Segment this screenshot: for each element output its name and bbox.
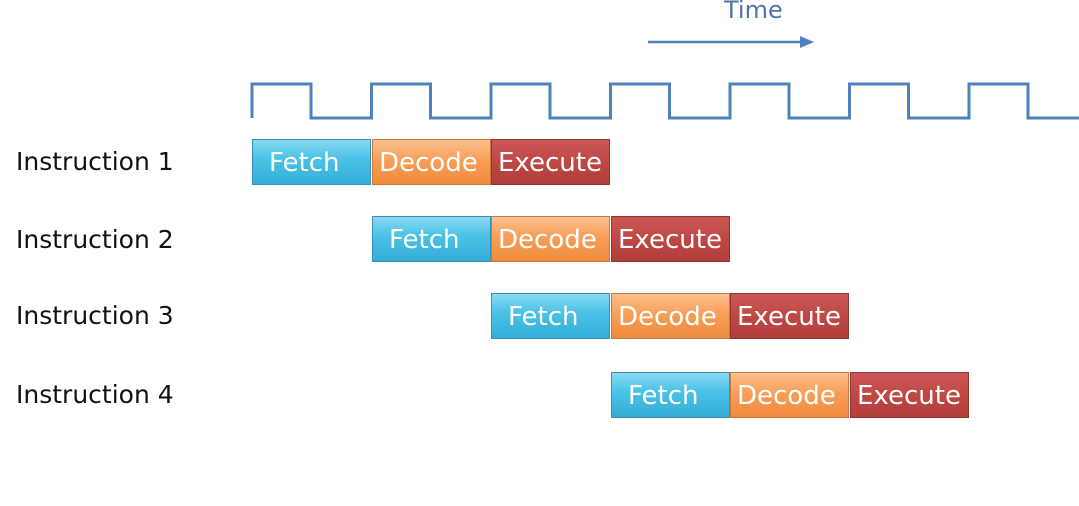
clock-waveform <box>250 82 1079 120</box>
decode-stage: Decode <box>730 372 849 418</box>
execute-stage: Execute <box>730 293 849 339</box>
fetch-stage: Fetch <box>252 139 371 185</box>
decode-stage: Decode <box>611 293 730 339</box>
time-label: Time <box>724 0 783 24</box>
fetch-stage: Fetch <box>491 293 610 339</box>
instruction-label: Instruction 3 <box>16 301 174 330</box>
execute-stage: Execute <box>611 216 730 262</box>
instruction-label: Instruction 1 <box>16 147 174 176</box>
decode-stage: Decode <box>491 216 610 262</box>
fetch-stage: Fetch <box>611 372 730 418</box>
execute-stage: Execute <box>491 139 610 185</box>
clock-signal-line <box>250 82 1079 120</box>
time-arrow-icon <box>648 36 814 48</box>
fetch-stage: Fetch <box>372 216 491 262</box>
decode-stage: Decode <box>372 139 491 185</box>
execute-stage: Execute <box>850 372 969 418</box>
instruction-label: Instruction 2 <box>16 225 174 254</box>
instruction-label: Instruction 4 <box>16 380 174 409</box>
